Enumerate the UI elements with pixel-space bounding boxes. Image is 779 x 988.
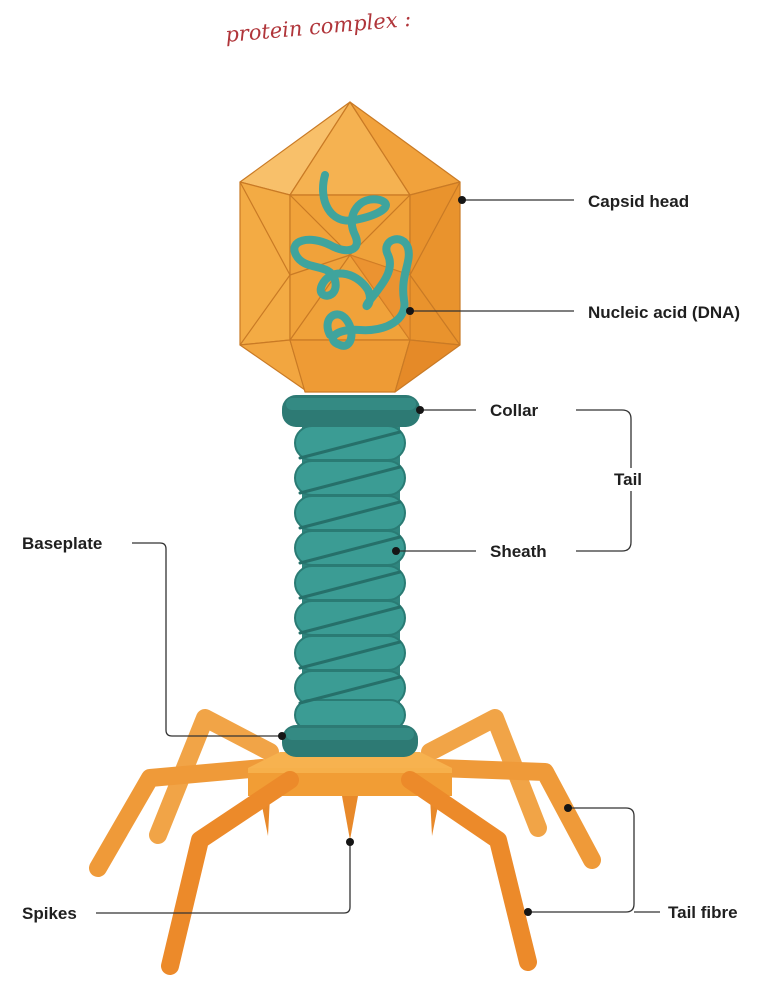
leader-sheath <box>392 547 476 555</box>
dna-strand <box>290 171 413 350</box>
tail-fibre-front-left <box>161 771 299 975</box>
tail-fibre-back-right <box>421 709 547 837</box>
collar <box>282 395 420 427</box>
label-spikes: Spikes <box>22 904 77 923</box>
label-tail-fibre: Tail fibre <box>668 903 738 922</box>
tail-fibre-back-left <box>149 709 279 844</box>
spike-center <box>342 796 358 840</box>
leader-baseplate <box>132 542 286 740</box>
handwritten-note: protein complex : <box>224 7 412 47</box>
leader-tail-fibre <box>524 804 660 916</box>
baseplate-collar <box>282 725 418 757</box>
tail-fibre-mid-right <box>429 759 601 869</box>
tail-fibre-mid-left <box>89 759 271 877</box>
leader-nucleic-acid <box>406 307 574 315</box>
tail-fibres <box>89 709 601 877</box>
label-capsid-head: Capsid head <box>588 192 689 211</box>
leader-collar <box>416 406 476 414</box>
leader-spikes <box>96 838 354 914</box>
tail-fibre-front-right <box>401 771 537 971</box>
tail-fibres-front <box>161 771 537 975</box>
label-tail: Tail <box>614 470 642 489</box>
tail-bracket <box>576 409 632 552</box>
label-collar: Collar <box>490 401 539 420</box>
label-sheath: Sheath <box>490 542 547 561</box>
label-baseplate: Baseplate <box>22 534 102 553</box>
leader-capsid-head <box>458 196 574 204</box>
tail-sheath <box>294 418 406 736</box>
spikes <box>260 796 440 840</box>
label-nucleic-acid: Nucleic acid (DNA) <box>588 303 740 322</box>
